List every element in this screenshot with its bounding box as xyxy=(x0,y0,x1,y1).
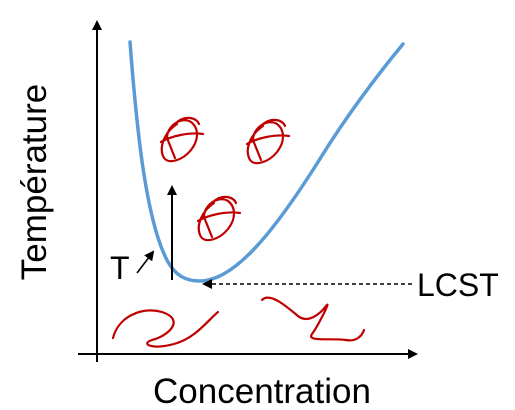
polymer-globule-icon xyxy=(196,195,242,242)
polymer-chain-icon xyxy=(260,296,366,342)
y-axis-label: Température xyxy=(15,84,54,280)
lcst-label: LCST xyxy=(417,267,499,303)
polymer-globule-icon xyxy=(159,116,205,163)
temperature-symbol: T xyxy=(110,250,130,286)
x-axis-label: Concentration xyxy=(153,372,371,410)
increase-arrow-icon xyxy=(136,250,155,274)
polymer-globule-icon xyxy=(245,118,291,165)
polymer-chain-icon xyxy=(111,309,220,348)
